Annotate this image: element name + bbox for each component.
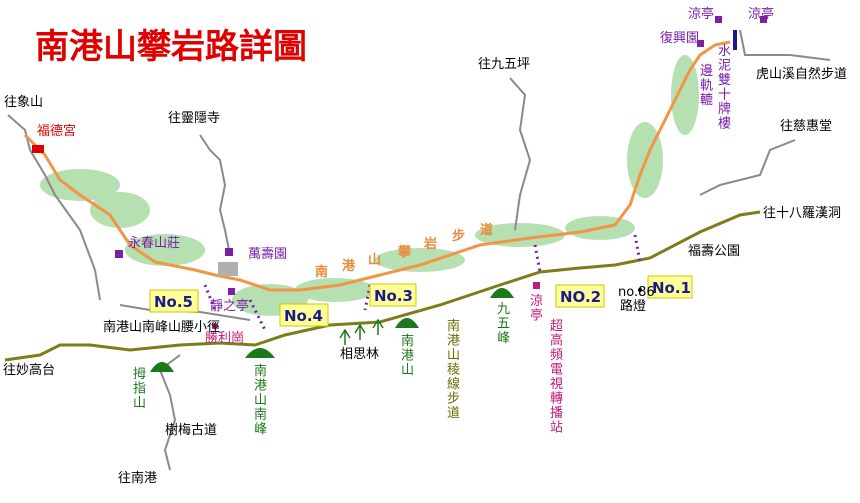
- label-bianfu: 邊軌轆: [700, 64, 713, 108]
- nangang-peak-icon: [395, 318, 419, 328]
- label-nangang-south: 南港山南峰: [254, 363, 267, 437]
- jingzhi-marker: [228, 288, 235, 295]
- label-to-cihui: 往慈惠堂: [780, 119, 832, 134]
- shengli-marker: [212, 323, 218, 329]
- liangting-marker-2: [760, 16, 767, 23]
- label-streetlight: 路燈: [620, 298, 646, 314]
- label-shengli-gang: 勝利崗: [205, 331, 244, 346]
- tree-icons: [339, 318, 384, 345]
- label-to-miaogaotai: 往妙高台: [3, 362, 55, 378]
- nangang-south-peak-icon: [245, 348, 275, 358]
- trail-char-6: 道: [480, 222, 493, 238]
- trail-char-1: 港: [342, 258, 356, 274]
- badge-no2: NO.2: [555, 284, 605, 308]
- label-to-jiuwuping: 往九五坪: [478, 57, 530, 72]
- svg-text:No.1: No.1: [652, 279, 691, 297]
- label-jingzhi-ting: 靜之亭: [210, 298, 249, 314]
- badge-no1: No.1: [647, 275, 693, 299]
- label-huwei-trail: 虎山溪自然步道: [756, 66, 847, 82]
- trail-char-4: 岩: [423, 236, 437, 252]
- label-fuxing-garden: 復興園: [660, 30, 699, 46]
- tv-station-marker: [533, 282, 540, 289]
- label-fude-temple: 福德宮: [37, 123, 76, 139]
- badge-no4: No.4: [279, 303, 329, 327]
- svg-text:No.3: No.3: [374, 287, 413, 305]
- label-to-lingyin: 往靈隱寺: [168, 111, 220, 126]
- cement-gate: [733, 30, 737, 50]
- label-xiangsi-lin: 相思林: [340, 347, 379, 362]
- label-yongchun: 永春山莊: [128, 236, 180, 251]
- map-title: 南港山攀岩路詳圖: [35, 27, 307, 67]
- label-muzhi-shan: 拇指山: [133, 367, 146, 411]
- road-to-xiangshan: [7, 114, 101, 301]
- climb-trail-name: 南 港 山 攀 岩 步 道: [315, 222, 493, 280]
- label-nanfeng-path: 南港山南峰山腰小徑: [103, 319, 220, 335]
- dotted-links: [203, 234, 642, 331]
- road-to-cihui: [699, 139, 796, 196]
- badge-no3: No.3: [369, 283, 417, 307]
- label-liangting-1: 涼亭: [688, 6, 714, 22]
- label-ridge-trail: 南港山稜線步道: [447, 318, 460, 421]
- road-to-huwei: [739, 29, 831, 61]
- label-wanshou: 萬壽園: [248, 247, 287, 262]
- trail-char-2: 山: [368, 252, 381, 268]
- label-cement-gate: 水泥雙十牌樓: [718, 44, 731, 132]
- label-shumei-road: 樹梅古道: [165, 423, 217, 438]
- road-to-nangang: [158, 354, 181, 471]
- label-liangting-v: 涼亭: [530, 294, 543, 324]
- svg-text:NO.2: NO.2: [560, 288, 601, 306]
- climbing-trail: [23, 40, 731, 292]
- fuxing-marker: [697, 40, 704, 47]
- muzhi-peak-icon: [150, 362, 174, 372]
- label-fushou-park: 福壽公園: [688, 244, 740, 259]
- label-nangang-shan: 南港山: [401, 333, 414, 378]
- no86-marker: [638, 288, 642, 292]
- label-no86: no.86: [618, 285, 655, 300]
- trail-char-3: 攀: [397, 244, 412, 260]
- yongchun-marker: [115, 250, 123, 258]
- wanshou-marker: [225, 248, 233, 256]
- road-to-jiuwuping: [509, 77, 532, 231]
- svg-text:No.4: No.4: [284, 307, 323, 325]
- label-jiuwu-peak: 九五峰: [497, 302, 510, 346]
- badge-no5: No.5: [149, 289, 199, 313]
- label-to-nangang: 往南港: [118, 470, 157, 486]
- liangting-marker-1: [715, 16, 722, 23]
- wanshou-building: [218, 262, 238, 276]
- jiuwu-peak-icon: [490, 288, 514, 298]
- label-liangting-2: 涼亭: [748, 6, 774, 22]
- road-to-lingyin: [199, 134, 231, 256]
- trail-char-5: 步: [452, 228, 465, 244]
- trail-char-0: 南: [315, 264, 328, 280]
- label-to-18luohan: 往十八羅漢洞: [763, 206, 841, 221]
- svg-text:No.5: No.5: [154, 293, 193, 311]
- label-to-xiangshan: 往象山: [4, 95, 43, 110]
- label-tv-station: 超高頻電視轉播站: [550, 319, 563, 436]
- fude-temple-marker: [32, 145, 44, 153]
